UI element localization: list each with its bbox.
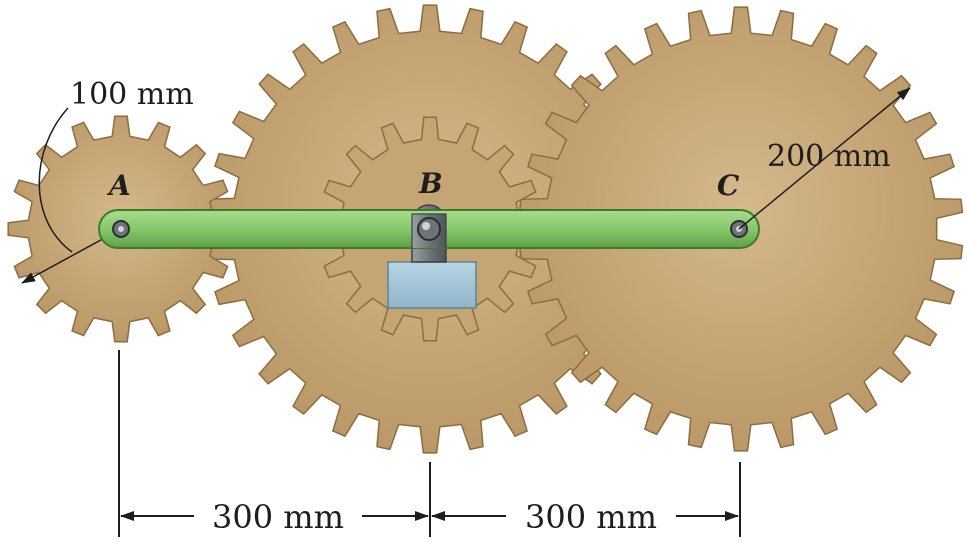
span-ab-label: 300 mm — [212, 498, 344, 536]
radius-a-dimension: 100 mm — [21, 77, 194, 284]
support-base — [387, 261, 477, 309]
span-bc-label: 300 mm — [525, 498, 657, 536]
radius-c-label: 200 mm — [767, 139, 891, 174]
point-a-label: A — [106, 169, 131, 202]
radius-c-dimension: 200 mm — [738, 87, 911, 230]
radius-a-arc — [38, 107, 73, 253]
radius-c-arrow — [738, 87, 911, 230]
point-b-label: B — [418, 167, 443, 200]
radius-a-label: 100 mm — [70, 77, 194, 112]
point-c-label: C — [717, 169, 740, 202]
pin-b — [417, 217, 441, 241]
span-dimensions: 300 mm 300 mm — [118, 350, 741, 537]
